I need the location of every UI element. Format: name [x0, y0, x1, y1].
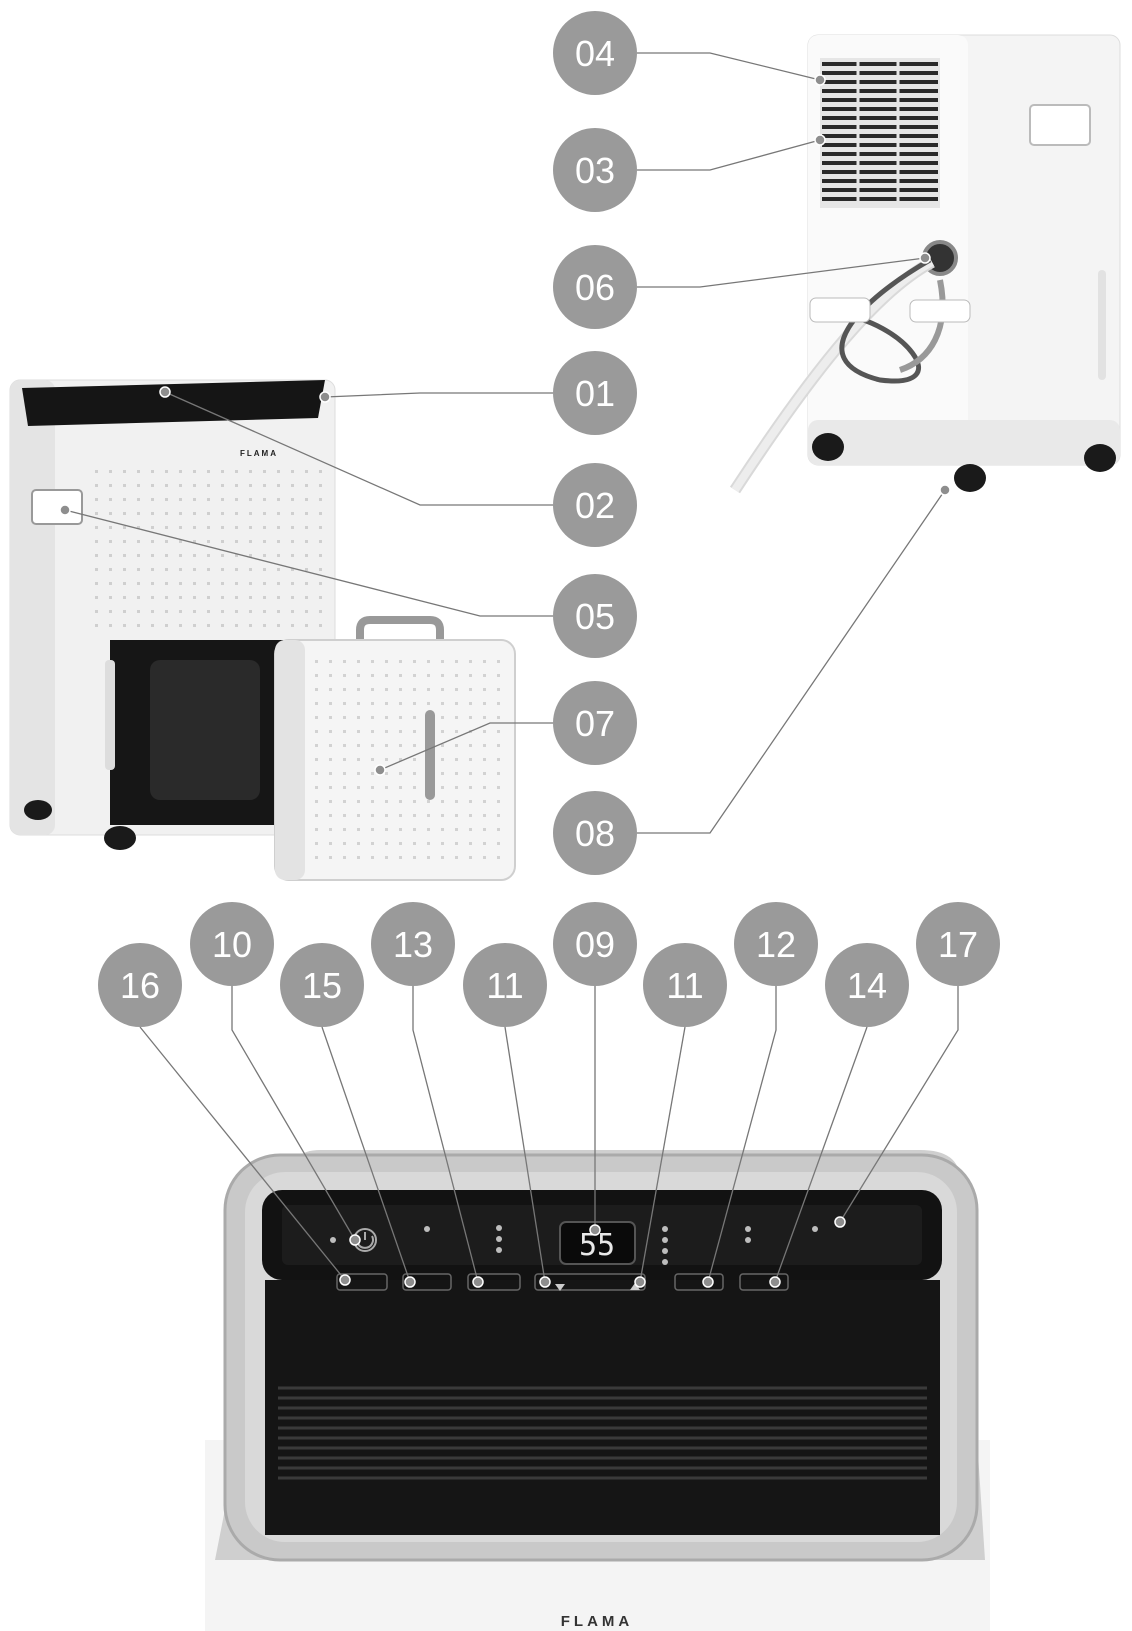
- callout-number: 06: [575, 267, 615, 308]
- callout-01-3: 01: [553, 351, 637, 435]
- leader-endpoint-05: [60, 505, 70, 515]
- callout-number: 16: [120, 965, 160, 1006]
- control-panel-closeup: 55 FLAMA: [205, 1148, 990, 1631]
- callout-11-12: 11: [463, 943, 547, 1027]
- callout-10-9: 10: [190, 902, 274, 986]
- callout-12-15: 12: [734, 902, 818, 986]
- callout-number: 09: [575, 924, 615, 965]
- callout-number: 15: [302, 965, 342, 1006]
- callout-number: 11: [486, 965, 523, 1006]
- leader-endpoint-11: [540, 1277, 550, 1287]
- leader-endpoint-08: [940, 485, 950, 495]
- leader-endpoint-12: [703, 1277, 713, 1287]
- leader-endpoint-13: [473, 1277, 483, 1287]
- leader-endpoint-06: [920, 253, 930, 263]
- front-handle: [32, 490, 82, 524]
- callout-number: 13: [393, 924, 433, 965]
- callout-03-1: 03: [553, 128, 637, 212]
- callout-number: 01: [575, 373, 615, 414]
- water-level-window: [425, 710, 435, 800]
- leader-endpoint-10: [350, 1235, 360, 1245]
- leader-line-01: [325, 393, 553, 397]
- leader-line-03: [637, 140, 820, 170]
- callout-number: 02: [575, 485, 615, 526]
- leader-endpoint-04: [815, 75, 825, 85]
- leader-endpoint-17: [835, 1217, 845, 1227]
- callout-number: 11: [666, 965, 703, 1006]
- callout-09-13: 09: [553, 902, 637, 986]
- rear-air-grille: [820, 58, 940, 208]
- leader-line-08: [637, 490, 945, 833]
- leader-endpoint-02: [160, 387, 170, 397]
- callout-16-8: 16: [98, 943, 182, 1027]
- brand-logo-front: FLAMA: [240, 449, 278, 458]
- leader-endpoint-09: [590, 1225, 600, 1235]
- callout-05-5: 05: [553, 574, 637, 658]
- callout-number: 10: [212, 924, 252, 965]
- callout-08-7: 08: [553, 791, 637, 875]
- callout-15-10: 15: [280, 943, 364, 1027]
- leader-endpoint-15: [405, 1277, 415, 1287]
- callout-17-17: 17: [916, 902, 1000, 986]
- leader-endpoint-14: [770, 1277, 780, 1287]
- callout-11-14: 11: [643, 943, 727, 1027]
- leader-endpoint-11: [635, 1277, 645, 1287]
- leader-endpoint-03: [815, 135, 825, 145]
- rear-view-unit: [735, 35, 1120, 492]
- leader-endpoint-16: [340, 1275, 350, 1285]
- callout-number: 05: [575, 596, 615, 637]
- brand-logo-panel: FLAMA: [561, 1613, 634, 1630]
- side-handle-recess: [1030, 105, 1090, 145]
- water-tank: [275, 620, 515, 880]
- callout-number: 14: [847, 965, 887, 1006]
- callout-04-0: 04: [553, 11, 637, 95]
- callout-number: 07: [575, 703, 615, 744]
- callout-number: 12: [756, 924, 796, 965]
- callout-number: 08: [575, 813, 615, 854]
- leader-line-04: [637, 53, 820, 80]
- callout-14-16: 14: [825, 943, 909, 1027]
- callout-number: 03: [575, 150, 615, 191]
- callout-number: 04: [575, 33, 615, 74]
- leader-endpoint-01: [320, 392, 330, 402]
- callout-13-11: 13: [371, 902, 455, 986]
- callout-07-6: 07: [553, 681, 637, 765]
- callout-02-4: 02: [553, 463, 637, 547]
- callout-06-2: 06: [553, 245, 637, 329]
- leader-endpoint-07: [375, 765, 385, 775]
- callout-number: 17: [938, 924, 978, 965]
